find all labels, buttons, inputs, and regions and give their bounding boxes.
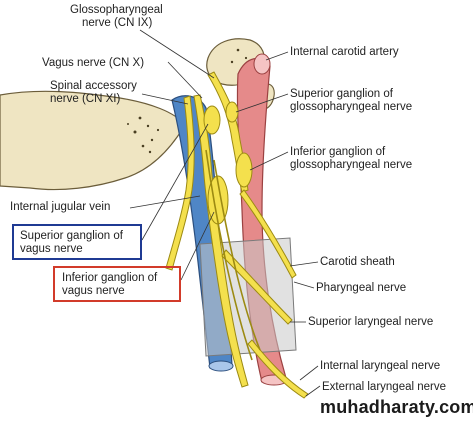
label-inferior-ganglion-vagus-box: Inferior ganglion of vagus nerve [53,266,181,302]
label-external-laryngeal-nerve: External laryngeal nerve [322,381,447,393]
label-pharyngeal-nerve: Pharyngeal nerve [316,282,407,294]
spinal-accessory-nerve [165,95,195,271]
pharyngeal-nerve-branch [239,189,297,279]
leader-internal-laryngeal [299,365,319,381]
leader-pharyngeal [293,281,315,289]
label-internal-jugular-vein: Internal jugular vein [10,201,111,213]
leader-glossopharyngeal [139,29,215,79]
superior-laryngeal-nerve-branch [221,249,293,325]
leader-internal-jugular [129,195,201,209]
nerve-fibers-2 [213,159,261,351]
label-internal-laryngeal-nerve: Internal laryngeal nerve [320,360,441,372]
vein-cut-end [208,360,234,372]
label-glossopharyngeal-nerve: Glossopharyngeal nerve (CN IX) [70,4,163,29]
leader-spinal-accessory [141,93,189,105]
label-inferior-ganglion-vagus-line1: Inferior ganglion of [62,272,158,284]
leader-superior-ganglion-glosso [235,93,289,113]
watermark-text: muhadharaty.com [320,397,473,417]
nerve-fibers-1 [205,149,253,361]
label-spinal-accessory-nerve: Spinal accessory nerve (CN XI) [50,80,137,105]
leader-carotid-sheath [289,261,319,267]
label-internal-carotid-artery: Internal carotid artery [290,46,399,58]
leader-inferior-ganglion-glosso [249,151,289,171]
leader-internal-carotid [265,51,289,61]
label-inferior-ganglion-vagus-line2: vagus nerve [62,285,125,297]
superior-ganglion-vagus [203,105,221,135]
skull-base-bone-left [0,90,186,191]
leader-vagus [167,61,203,99]
label-superior-ganglion-vagus-box: Superior ganglion of vagus nerve [12,224,142,260]
label-inferior-ganglion-glossopharyngeal: Inferior ganglion of glossopharyngeal ne… [290,146,413,171]
vagus-nerve-trunk [193,94,249,388]
label-superior-ganglion-vagus-line1: Superior ganglion of [20,230,123,242]
label-superior-ganglion-vagus-line2: vagus nerve [20,243,83,255]
label-vagus-nerve: Vagus nerve (CN X) [42,57,145,69]
label-superior-laryngeal-nerve: Superior laryngeal nerve [308,316,434,328]
label-superior-ganglion-glossopharyngeal: Superior ganglion of glossopharyngeal ne… [290,88,413,113]
leader-superior-ganglion-vagus [141,123,209,241]
superior-ganglion-glossopharyngeal [225,101,239,123]
leader-external-laryngeal [305,385,321,397]
inferior-ganglion-glossopharyngeal [235,152,253,188]
artery-cut-end-top [253,53,271,75]
leader-inferior-ganglion-vagus [180,211,215,281]
label-carotid-sheath: Carotid sheath [320,256,395,268]
external-laryngeal-branch [247,339,309,399]
